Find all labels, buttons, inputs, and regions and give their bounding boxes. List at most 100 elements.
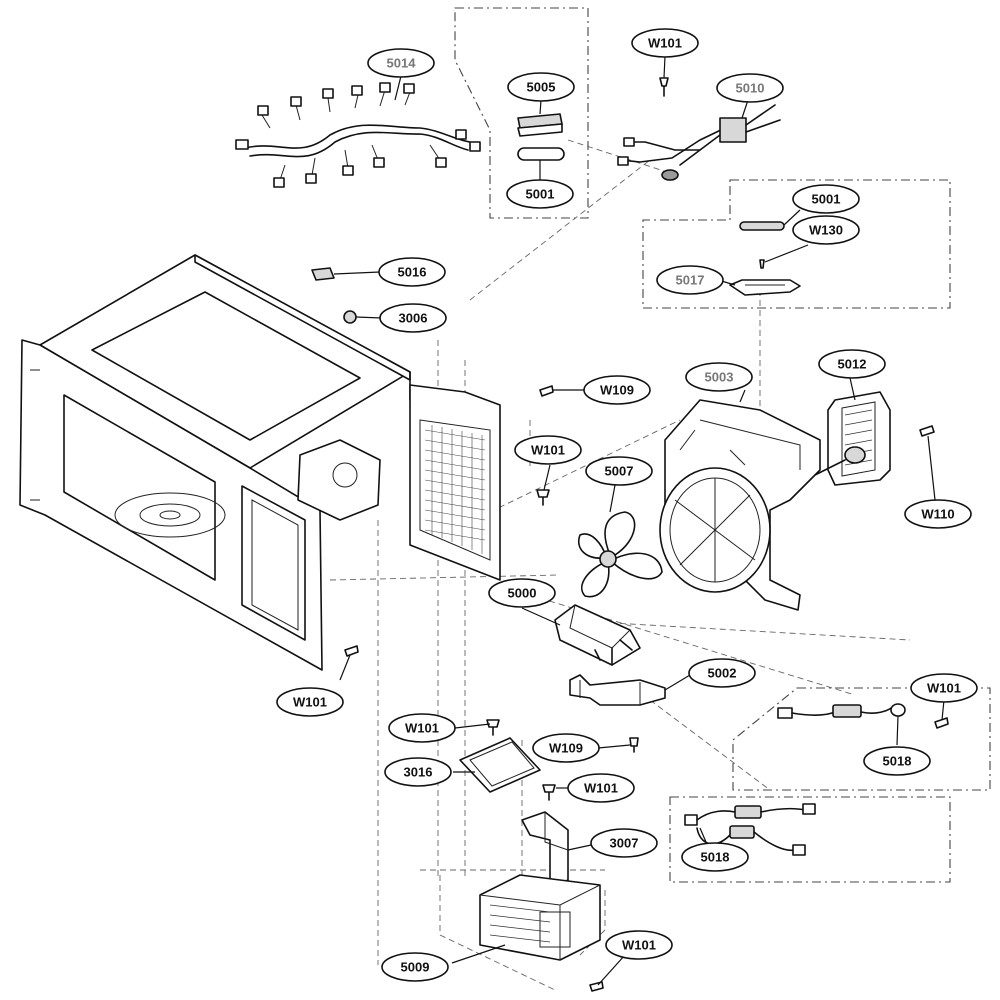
screw-w109-upper [539, 385, 554, 397]
callout-bubble [567, 773, 635, 803]
callout-5018-c-5018b: 5018 [681, 842, 749, 872]
callout-bubble [818, 349, 886, 379]
callout-bubble [379, 303, 447, 333]
callout-w101-c-w101-bracket: W101 [388, 713, 456, 743]
screw-w101-top [659, 77, 669, 97]
screw-w130 [759, 259, 765, 269]
screw-w101-right [934, 717, 949, 729]
callout-bubble [378, 257, 446, 287]
callout-5010-c-5010: 5010 [716, 73, 784, 103]
fan-blade-5007 [578, 511, 663, 598]
plate-3016 [459, 737, 541, 793]
callout-label: W110 [921, 507, 954, 522]
part-3006 [343, 310, 357, 324]
callout-bubble [590, 828, 658, 858]
group-box-5018-lower [669, 796, 951, 883]
callout-label: 5018 [701, 850, 730, 865]
transformer-5009 [479, 874, 601, 961]
callout-label: W101 [405, 721, 439, 736]
fan-motor-5012 [814, 391, 891, 486]
callout-label: 5001 [812, 192, 841, 207]
callout-bubble [904, 499, 972, 529]
screw-w109-lower [629, 737, 639, 753]
callout-label: W130 [809, 223, 843, 238]
screw-w101-lower [542, 784, 556, 801]
callout-label: 5016 [398, 265, 427, 280]
group-box-5018-upper [732, 687, 991, 791]
callout-bubble [681, 842, 749, 872]
callout-bubble [792, 215, 860, 245]
callout-5003-c-5003: 5003 [685, 362, 753, 392]
callout-bubble [507, 72, 575, 102]
callout-w101-c-w101-right: W101 [910, 673, 978, 703]
callout-bubble [910, 673, 978, 703]
callout-bubble [384, 757, 452, 787]
screw-w101-mid [536, 489, 550, 506]
callout-label: W109 [549, 741, 583, 756]
group-box-5001-w130-5017 [642, 179, 951, 309]
callout-label: W109 [600, 383, 634, 398]
screw-w101-left [344, 645, 359, 657]
callout-label: W101 [584, 781, 618, 796]
callout-bubble [656, 265, 724, 295]
oven-cavity [19, 254, 411, 671]
callout-bubble [716, 73, 784, 103]
bracket-5017 [729, 279, 801, 296]
callout-bubble [583, 375, 651, 405]
callout-bubble [488, 578, 556, 608]
screw-w101-bracket [486, 719, 500, 736]
callout-w101-c-w101-left: W101 [276, 687, 344, 717]
callout-5014-c-5014: 5014 [367, 48, 435, 78]
callout-label: 5009 [401, 960, 430, 975]
callout-bubble [388, 713, 456, 743]
callout-5000-c-5000: 5000 [488, 578, 556, 608]
callout-5009-c-5009: 5009 [381, 952, 449, 982]
callout-w110-c-w110: W110 [904, 499, 972, 529]
callout-label: 5014 [387, 56, 417, 71]
screw-w110 [919, 425, 935, 437]
callout-w101-c-w101-top: W101 [631, 28, 699, 58]
callout-bubble [514, 435, 582, 465]
thermostat-5016 [311, 267, 335, 281]
callout-bubble [506, 179, 574, 209]
callout-bubble [685, 362, 753, 392]
callout-w130-c-w130: W130 [792, 215, 860, 245]
callout-label: 3007 [610, 836, 639, 851]
callout-bubble [688, 658, 756, 688]
turntable-motor [297, 439, 381, 521]
callout-label: W101 [531, 443, 565, 458]
callout-label: W101 [927, 681, 961, 696]
callout-label: 5005 [527, 80, 556, 95]
callout-bubble [276, 687, 344, 717]
callout-bubble [863, 746, 931, 776]
callout-label: 5007 [605, 464, 634, 479]
callout-bubble [792, 184, 860, 214]
callout-label: 5000 [508, 586, 537, 601]
bracket-5002 [569, 674, 666, 706]
callout-label: 5017 [676, 273, 705, 288]
callout-bubble [605, 930, 673, 960]
callout-label: 3006 [399, 311, 428, 326]
callout-bubble [532, 733, 600, 763]
callout-label: 5018 [883, 754, 912, 769]
callout-w101-c-w101-bottom: W101 [605, 930, 673, 960]
callout-3007-c-3007: 3007 [590, 828, 658, 858]
fuse-5001-right [739, 221, 785, 231]
capacitor-5000 [554, 604, 641, 666]
callout-label: 5003 [705, 370, 734, 385]
callout-bubble [585, 456, 653, 486]
back-grille-panel [409, 384, 501, 581]
leader-lines [333, 55, 945, 986]
callout-bubble [381, 952, 449, 982]
callout-5012-c-5012: 5012 [818, 349, 886, 379]
wire-harness-5014 [235, 82, 481, 188]
callout-label: 5012 [838, 357, 867, 372]
fuse-5001-top [517, 147, 565, 161]
callout-label: W101 [293, 695, 327, 710]
callout-labels: 501450055001W10150105001W130501750163006… [276, 28, 978, 982]
callout-label: 5002 [708, 666, 737, 681]
wire-lead-5018-upper [777, 703, 906, 719]
callout-label: 5001 [526, 187, 555, 202]
callout-w109-c-w109b: W109 [532, 733, 600, 763]
